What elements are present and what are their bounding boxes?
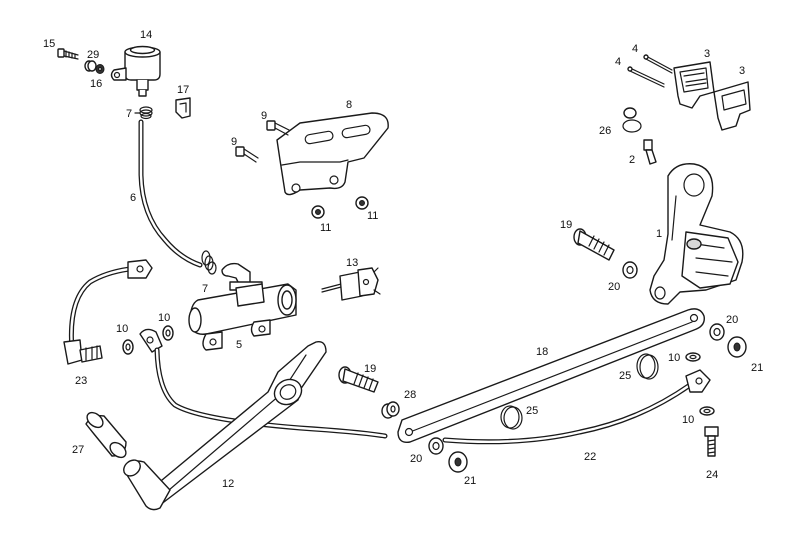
- callout-27: 27: [72, 444, 84, 456]
- callout-15: 15: [43, 38, 55, 50]
- pedal-rubber-27: [85, 411, 127, 459]
- washer-20-arm-left: [428, 437, 444, 455]
- callout-1: 1: [656, 228, 662, 240]
- bolt-19-upper: [573, 228, 615, 261]
- callout-21-left: 21: [464, 475, 476, 487]
- callout-3-rear: 3: [739, 65, 745, 77]
- callout-13: 13: [346, 257, 358, 269]
- callout-7-lower: 7: [202, 283, 208, 295]
- callout-labels: 14 15 29 16 17 7 6 7 8 9 9 11 11 13 5 10…: [43, 29, 763, 490]
- callout-24: 24: [706, 469, 718, 481]
- clamp-25-left: [500, 405, 523, 430]
- callout-9-lower: 9: [231, 136, 237, 148]
- callout-11-right: 11: [367, 210, 378, 222]
- callout-5: 5: [236, 339, 242, 351]
- brake-pad-3-rear: [713, 81, 751, 131]
- brake-pedal-12: [123, 341, 327, 511]
- callout-3-front: 3: [704, 48, 710, 60]
- callout-17: 17: [177, 84, 189, 96]
- clamp-25-right: [636, 353, 659, 380]
- callout-20-caliper: 20: [608, 281, 620, 293]
- callout-25-right: 25: [619, 370, 631, 382]
- master-cylinder-5: [188, 262, 297, 351]
- callout-16: 16: [90, 78, 102, 90]
- banjo-bolt-24: [704, 426, 719, 457]
- washer-10-right-upper: [685, 352, 701, 362]
- brake-line-22: [139, 328, 711, 445]
- callout-4-upper: 4: [632, 43, 638, 55]
- callout-28: 28: [404, 389, 416, 401]
- washer-10-mid: [162, 325, 174, 341]
- torque-arm-18: [397, 308, 705, 443]
- callout-20-right: 20: [726, 314, 738, 326]
- callout-21-right: 21: [751, 362, 763, 374]
- screw-15: [57, 48, 79, 60]
- brake-light-switch-13: [321, 267, 381, 301]
- callout-9-upper: 9: [261, 110, 267, 122]
- callout-20-left: 20: [410, 453, 422, 465]
- washer-10-left: [122, 339, 134, 355]
- spacer-28: [381, 401, 400, 419]
- screw-9-upper: [266, 120, 290, 136]
- screw-9-lower: [235, 146, 259, 163]
- bushing-29: [84, 60, 97, 72]
- nut-16: [95, 64, 105, 74]
- callout-2: 2: [629, 154, 635, 166]
- callout-14: 14: [140, 29, 152, 41]
- callout-19-lower: 19: [364, 363, 376, 375]
- brake-pad-3-front: [673, 61, 715, 109]
- callout-10-right-lower: 10: [682, 414, 694, 426]
- bleeder-valve-2: [643, 139, 657, 165]
- brake-hose-23: [63, 259, 153, 365]
- callout-4-lower: 4: [615, 56, 621, 68]
- callout-29: 29: [87, 49, 99, 61]
- callout-26: 26: [599, 125, 611, 137]
- callout-10-right-upper: 10: [668, 352, 680, 364]
- callout-10-left: 10: [116, 323, 128, 335]
- nut-11-left: [311, 205, 325, 219]
- bleeder-cap-26: [622, 107, 642, 133]
- hose-clamp-7-lower: [201, 250, 217, 275]
- callout-23: 23: [75, 375, 87, 387]
- nut-21-left: [448, 451, 468, 473]
- callout-7-top: 7: [126, 108, 132, 120]
- reservoir-hose-6: [138, 119, 203, 268]
- callout-19-upper: 19: [560, 219, 572, 231]
- nut-21-right: [727, 336, 747, 358]
- callout-6: 6: [130, 192, 136, 204]
- washer-20-caliper: [622, 261, 638, 279]
- bolt-19-lower: [338, 366, 379, 393]
- callout-22: 22: [584, 451, 596, 463]
- hose-clamp-7-top: [139, 106, 153, 120]
- mounting-bracket-8: [276, 112, 389, 196]
- fluid-reservoir: [110, 45, 161, 97]
- nut-11-right: [355, 196, 369, 210]
- callout-8: 8: [346, 99, 352, 111]
- washer-20-arm-right: [709, 323, 725, 341]
- callout-12: 12: [222, 478, 234, 490]
- brake-caliper-1: [649, 163, 744, 305]
- callout-25-left: 25: [526, 405, 538, 417]
- callout-11-left: 11: [320, 222, 331, 234]
- callout-10-mid: 10: [158, 312, 170, 324]
- pad-pin-4-upper: [643, 54, 673, 74]
- bracket-clip-17: [175, 97, 191, 119]
- washer-10-right-lower: [699, 406, 715, 416]
- callout-18: 18: [536, 346, 548, 358]
- pad-pin-4-lower: [627, 66, 665, 88]
